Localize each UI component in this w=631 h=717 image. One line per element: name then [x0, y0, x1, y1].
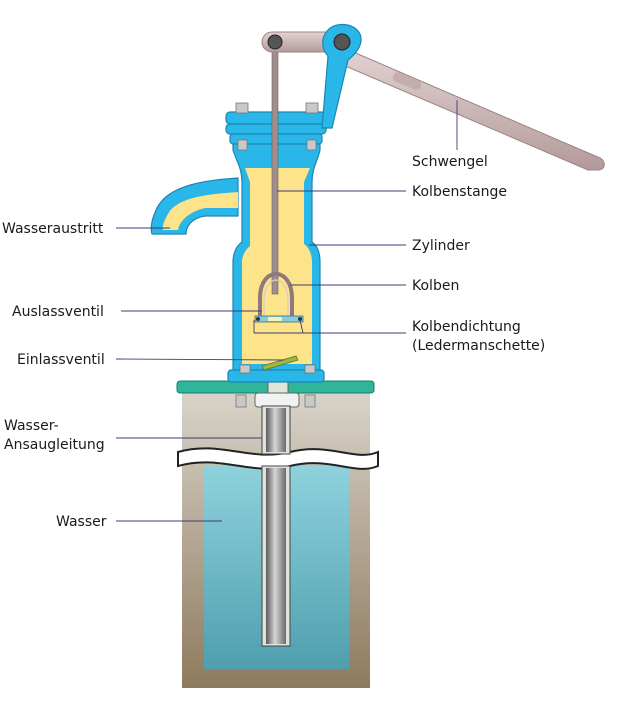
piston-rod — [271, 43, 279, 295]
piston — [258, 271, 294, 318]
piston-assembly — [254, 43, 304, 371]
label-auslassventil: Auslassventil — [12, 304, 104, 320]
suction-pipe — [254, 367, 300, 647]
inlet-valve — [261, 355, 299, 371]
label-kolbendichtung: Kolbendichtung — [412, 319, 521, 335]
label-wasseraustritt: Wasseraustritt — [2, 221, 104, 237]
label-kolben: Kolben — [412, 278, 459, 294]
label-wasser-ansaugleitung-1: Wasser- — [4, 418, 59, 434]
leader-lines — [115, 100, 458, 522]
label-kolbenstange: Kolbenstange — [412, 184, 507, 200]
label-schwengel: Schwengel — [412, 154, 488, 170]
label-wasser-ansaugleitung-2: Ansaugleitung — [4, 437, 105, 453]
label-zylinder: Zylinder — [412, 238, 470, 254]
pump-handle — [261, 23, 605, 171]
label-einlassventil: Einlassventil — [17, 352, 105, 368]
pump-body — [150, 102, 327, 383]
well-cut-band — [177, 447, 379, 470]
label-ledermanschette: (Ledermanschette) — [412, 338, 545, 354]
label-wasser: Wasser — [56, 514, 107, 530]
